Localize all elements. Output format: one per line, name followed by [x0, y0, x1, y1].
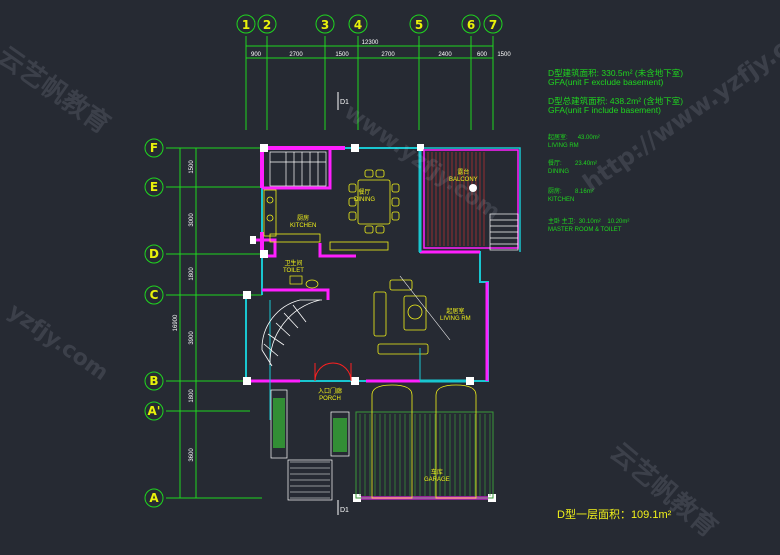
kitchen-counter: [263, 189, 321, 243]
dim-left-2: 3000: [189, 213, 195, 227]
living-sofa: [373, 275, 451, 355]
grid-bubble-6: [461, 14, 481, 34]
dim-top-1: 900: [251, 52, 262, 58]
grid-label-D: D: [149, 247, 159, 261]
grid-bubble-F: [144, 138, 164, 158]
grid-bubble-7: [483, 14, 503, 34]
note-gfa-include: D型总建筑面积: 438.2m² (含地下室)GFA(unit F includ…: [548, 96, 684, 115]
spiral-stair: [261, 299, 322, 367]
grid-label-F: F: [150, 141, 158, 155]
top-grid-axes: [236, 14, 503, 130]
dim-top-4: 2700: [381, 52, 395, 58]
dim-top-6: 600: [477, 52, 488, 58]
dining-table: [329, 169, 400, 251]
garage: [355, 384, 494, 499]
dim-top-3: 1500: [335, 52, 349, 58]
grid-bubble-C: [144, 285, 164, 305]
grid-label-5: 5: [415, 18, 423, 32]
grid-label-E: E: [150, 180, 158, 194]
left-grid-axes: [144, 138, 262, 508]
porch-planter: [270, 389, 350, 501]
dim-top-2: 2700: [289, 52, 303, 58]
grid-bubble-2: [257, 14, 277, 34]
grid-bubble-4: [348, 14, 368, 34]
grid-label-B: B: [149, 374, 158, 388]
grid-bubble-E: [144, 177, 164, 197]
dim-total-depth: 16900: [173, 314, 179, 331]
toilet-fixtures: [289, 275, 319, 289]
grid-label-2: 2: [263, 18, 271, 32]
grid-label-6: 6: [467, 18, 475, 32]
floor-area-title: D型一层面积：109.1m²: [557, 509, 672, 521]
balcony-hatch: [423, 149, 519, 249]
note-gfa-exclude: D型建筑面积: 330.5m² (未含地下室)GFA(unit F exclud…: [548, 68, 684, 87]
grid-bubble-A: [144, 488, 164, 508]
grid-bubble-B: [144, 371, 164, 391]
dim-total-width: 12300: [362, 40, 379, 46]
entry-door: [314, 362, 352, 382]
grid-label-A: A: [149, 491, 159, 505]
grid-bubble-5: [409, 14, 429, 34]
grid-bubble-A-prime: [144, 401, 164, 421]
balcony-drain: [469, 184, 477, 192]
grid-bubble-D: [144, 244, 164, 264]
grid-label-4: 4: [354, 18, 362, 32]
stair-top: [269, 151, 327, 187]
balcony-stair: [489, 213, 519, 251]
dim-left-1: 1500: [189, 160, 195, 174]
dim-top-5: 2400: [438, 52, 452, 58]
grid-label-3: 3: [321, 18, 329, 32]
balcony-deck-lines: [427, 152, 485, 246]
grid-bubble-1: [236, 14, 256, 34]
grid-label-1: 1: [242, 18, 250, 32]
dim-left-4: 3900: [189, 331, 195, 345]
section-mark-top: D1: [340, 99, 349, 106]
dim-left-5: 1800: [189, 389, 195, 403]
grid-label-A-prime: A': [148, 404, 161, 418]
porch-steps: [290, 461, 330, 499]
grid-bubble-3: [315, 14, 335, 34]
garage-hatch: [359, 414, 491, 496]
grid-label-7: 7: [489, 18, 497, 32]
section-mark-bottom: D1: [340, 507, 349, 514]
dim-top-7: 1500: [497, 52, 511, 58]
dim-left-6: 3600: [189, 448, 195, 462]
grid-label-C: C: [150, 288, 159, 302]
dim-left-3: 1800: [189, 267, 195, 281]
